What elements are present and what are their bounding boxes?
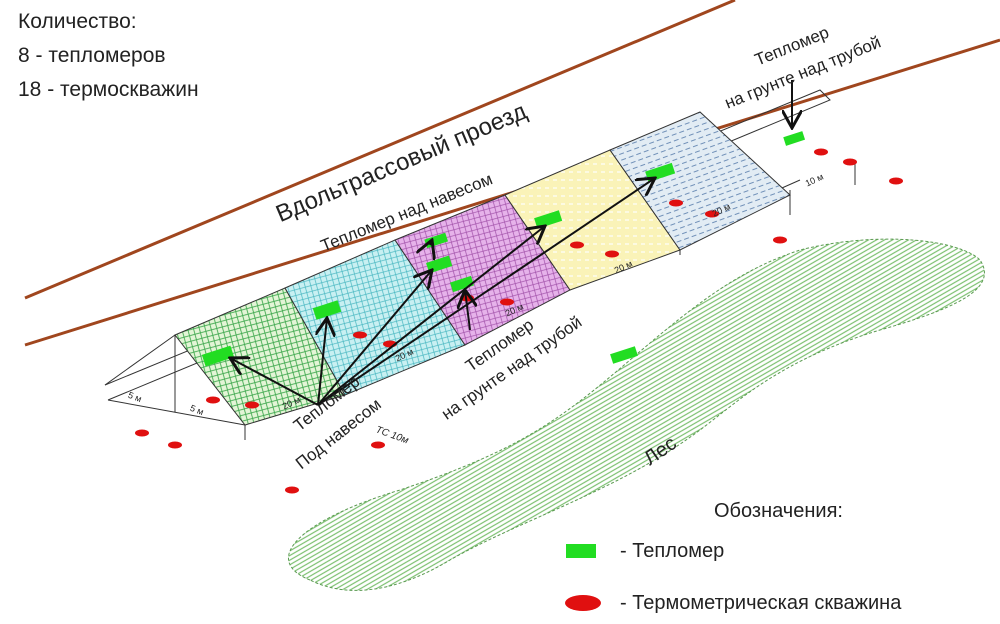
legend-heat-meter-label: - Тепломер bbox=[620, 540, 725, 562]
canopy-blue bbox=[609, 111, 791, 251]
legend-borehole-icon bbox=[565, 595, 601, 611]
road-line bbox=[24, 0, 736, 300]
pointer-arrows bbox=[230, 80, 792, 406]
legend-heat-meter-icon bbox=[566, 544, 596, 558]
legend-borehole-label: - Термометрическая скважина bbox=[620, 592, 902, 614]
legend-title: Обозначения: bbox=[714, 500, 843, 522]
forest-area bbox=[288, 238, 985, 591]
count-heat-meters: 8 - тепломеров bbox=[18, 44, 166, 67]
count-boreholes: 18 - термоскважин bbox=[18, 78, 199, 101]
count-title: Количество: bbox=[18, 10, 137, 33]
